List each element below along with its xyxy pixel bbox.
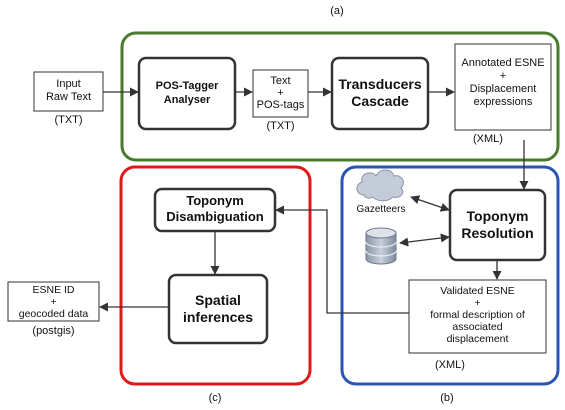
- gazetteers-label: Gazetteers: [356, 204, 406, 215]
- annotated-label: Annotated ESNE + Displacement expression…: [455, 57, 551, 109]
- transducers-line: Cascade: [351, 93, 409, 109]
- text-pos-label: Text + POS-tags: [253, 75, 308, 111]
- validated-format: (XML): [435, 359, 465, 371]
- database-icon: [365, 227, 397, 265]
- spatial-inferences-box: [167, 273, 269, 345]
- input-box: [33, 71, 104, 112]
- spatial-inferences-line: Spatial: [195, 292, 241, 308]
- pos-tagger-line: POS-Tagger: [155, 80, 219, 92]
- validated-line: formal description of: [430, 309, 525, 321]
- esne-id-line: +: [50, 296, 57, 308]
- pos-tagger-line: Analyser: [163, 94, 211, 106]
- transducers-box: [330, 56, 430, 131]
- toponym-disambiguation-line: Toponym: [186, 193, 244, 208]
- validated-line: associated: [452, 321, 503, 333]
- toponym-resolution-line: Resolution: [461, 225, 534, 241]
- esne-id-format: (postgis): [32, 325, 75, 337]
- esne-id-label: ESNE ID + geocoded data: [8, 284, 99, 320]
- input-line: Raw Text: [45, 91, 92, 103]
- esne-id-box: [7, 281, 100, 322]
- annotated-line: Annotated ESNE: [461, 57, 545, 69]
- input-line: Input: [56, 78, 81, 90]
- input-box-label: Input Raw Text: [34, 78, 103, 104]
- group-a-frame: [120, 31, 560, 162]
- toponym-resolution-box: [448, 188, 547, 262]
- esne-id-line: ESNE ID: [32, 284, 75, 296]
- transducers-line: Transducers: [338, 76, 422, 92]
- annotated-line: +: [499, 70, 507, 82]
- transducers-label: Transducers Cascade: [332, 76, 428, 110]
- text-pos-line: Text: [270, 75, 291, 87]
- text-pos-line: +: [277, 87, 284, 99]
- esne-id-line: geocoded data: [18, 308, 89, 320]
- annotated-format: (XML): [473, 133, 503, 145]
- annotated-line: Displacement: [469, 83, 537, 95]
- toponym-disambiguation-line: Disambiguation: [166, 209, 264, 224]
- toponym-disambiguation-box: [153, 187, 277, 233]
- text-pos-format: (TXT): [266, 120, 295, 132]
- pos-tagger-label: POS-Tagger Analyser: [139, 79, 235, 107]
- section-label-c: (c): [208, 392, 222, 404]
- section-label-b: (b): [440, 392, 454, 404]
- toponym-disambiguation-label: Toponym Disambiguation: [155, 193, 275, 225]
- text-pos-box: [252, 69, 309, 118]
- validated-line: +: [474, 297, 481, 309]
- group-c-frame: [119, 165, 312, 386]
- spatial-inferences-label: Spatial inferences: [169, 292, 267, 326]
- group-b-frame: [340, 165, 560, 386]
- validated-label: Validated ESNE + formal description of a…: [409, 285, 546, 345]
- validated-line: displacement: [446, 333, 509, 345]
- annotated-line: expressions: [473, 96, 533, 108]
- toponym-resolution-line: Toponym: [466, 208, 529, 224]
- pos-tagger-box: [137, 56, 237, 131]
- input-format: (TXT): [54, 114, 83, 126]
- validated-box: [408, 279, 547, 354]
- toponym-resolution-label: Toponym Resolution: [450, 208, 545, 242]
- arrow-database-resolution: [399, 233, 450, 247]
- annotated-box: [454, 43, 552, 131]
- cloud-icon: [356, 169, 404, 202]
- text-pos-line: POS-tags: [256, 99, 305, 111]
- arrow-gazetteers-resolution: [410, 195, 450, 212]
- spatial-inferences-line: inferences: [182, 309, 254, 325]
- arrow-validated-to-disambiguation: [275, 205, 409, 314]
- section-label-a: (a): [330, 5, 344, 17]
- validated-line: Validated ESNE: [440, 285, 515, 297]
